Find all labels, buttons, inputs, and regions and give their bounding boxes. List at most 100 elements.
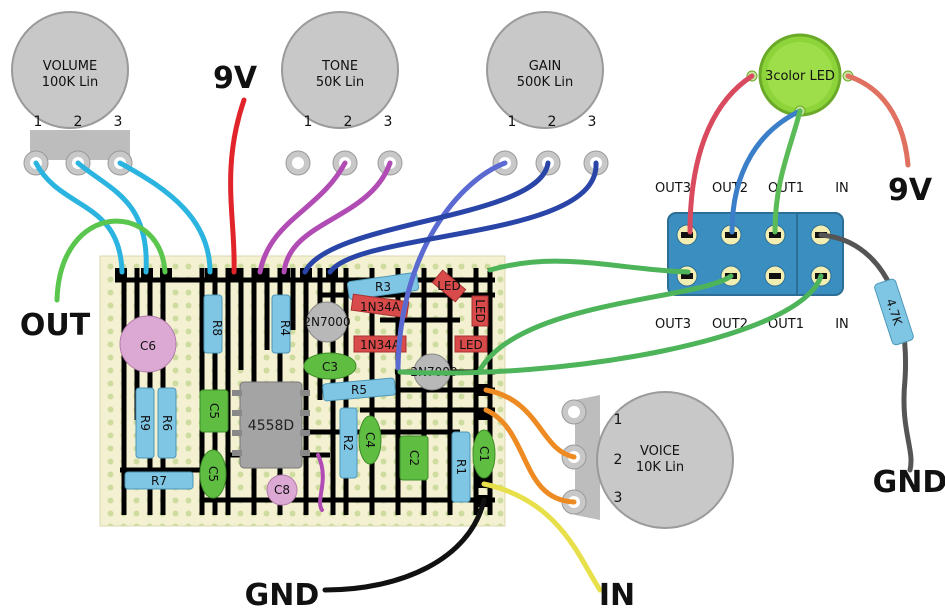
volume-pin-3: 3 — [114, 114, 123, 130]
wire-gain-2 — [302, 160, 551, 275]
gain-pot-name: GAIN — [529, 59, 562, 74]
led1-label: LED — [437, 279, 461, 293]
c8-capacitor[interactable]: C8 — [266, 474, 298, 506]
c4-capacitor[interactable]: C4 — [358, 415, 382, 465]
ic-4558d[interactable]: 4558D — [232, 381, 310, 469]
r5-resistor[interactable]: R5 — [322, 377, 396, 402]
voice-pin-2: 2 — [614, 452, 623, 468]
r6-resistor[interactable]: R6 — [157, 387, 177, 459]
c5-capacitor-upper[interactable]: C5 — [199, 389, 229, 433]
r4-label: R4 — [278, 320, 292, 336]
wire-led-blue — [729, 108, 803, 235]
volume-pin-1: 1 — [34, 114, 43, 130]
r2-label: R2 — [341, 435, 355, 451]
ic-label: 4558D — [248, 418, 294, 434]
q1-label: 2N7000 — [303, 315, 350, 329]
tone-pot[interactable]: TONE 50K Lin 1 2 3 — [281, 11, 403, 176]
r4-resistor[interactable]: R4 — [271, 294, 292, 354]
c4-label: C4 — [363, 432, 377, 448]
wire-volume-1 — [33, 160, 125, 275]
q1-transistor[interactable]: 2N7000 — [303, 301, 351, 343]
label-in-bottom: IN — [599, 578, 635, 611]
r1-resistor[interactable]: R1 — [451, 431, 471, 503]
r3-resistor[interactable]: R3 — [346, 272, 420, 300]
label-9v-top: 9V — [213, 61, 258, 96]
wire-switch-in — [397, 273, 824, 376]
wire-9v-led — [845, 73, 911, 168]
r7-label: R7 — [151, 474, 167, 488]
stomp-switch[interactable]: OUT3 OUT2 OUT1 IN OUT3 OUT2 OUT1 IN — [655, 181, 849, 332]
wire-volume-3 — [117, 160, 213, 275]
switch-top-label-in: IN — [835, 181, 849, 196]
r2-resistor[interactable]: R2 — [339, 407, 358, 479]
r1-label: R1 — [454, 459, 468, 475]
c2-label: C2 — [407, 450, 421, 466]
wires — [33, 73, 914, 593]
led3-indicator[interactable]: LED — [454, 335, 488, 353]
switch-bottom-label-in: IN — [835, 317, 849, 332]
r8-label: R8 — [210, 320, 224, 336]
switch-top-label-out1: OUT1 — [768, 181, 804, 196]
tone-pot-name: TONE — [321, 59, 358, 74]
voice-pin-3: 3 — [614, 490, 623, 506]
wire-gnd-bottom — [322, 497, 487, 593]
r9-label: R9 — [138, 415, 152, 431]
wire-volume-2 — [75, 160, 149, 275]
offboard-resistor-4k7[interactable]: 4.7K — [874, 278, 915, 346]
r7-resistor[interactable]: R7 — [124, 471, 194, 490]
d1-label: 1N34A — [360, 300, 401, 314]
volume-pot-name: VOLUME — [43, 59, 97, 74]
c2-capacitor[interactable]: C2 — [399, 435, 429, 481]
wire-gain-3 — [327, 160, 599, 275]
led2-label: LED — [473, 299, 487, 323]
wire-voice-2 — [483, 387, 577, 460]
wire-9v-board — [228, 97, 247, 275]
switch-bottom-label-out1: OUT1 — [768, 317, 804, 332]
r3-label: R3 — [375, 280, 391, 294]
c3-capacitor[interactable]: C3 — [303, 352, 357, 380]
volume-pin-2: 2 — [74, 114, 83, 130]
volume-pot-value: 100K Lin — [42, 75, 99, 90]
voice-pot-name: VOICE — [640, 444, 680, 459]
gain-pin-3: 3 — [588, 114, 597, 130]
gain-pot-value: 500K Lin — [517, 75, 574, 90]
label-gnd-bottom: GND — [245, 578, 320, 611]
led-label: 3color LED — [765, 69, 835, 84]
tone-pin-3: 3 — [384, 114, 393, 130]
gain-pin-1: 1 — [508, 114, 517, 130]
gain-pin-2: 2 — [548, 114, 557, 130]
c3-label: C3 — [322, 360, 338, 374]
wire-gnd-right — [818, 232, 914, 473]
r6-label: R6 — [160, 415, 174, 431]
tone-pin-1: 1 — [304, 114, 313, 130]
led1-indicator[interactable]: LED — [431, 269, 467, 303]
c1-label: C1 — [477, 446, 491, 462]
r9-resistor[interactable]: R9 — [135, 387, 155, 459]
wire-voice-3 — [483, 407, 577, 505]
tone-pot-value: 50K Lin — [316, 75, 364, 90]
tone-pin-2: 2 — [344, 114, 353, 130]
c6-label: C6 — [140, 339, 156, 353]
switch-top-label-out2: OUT2 — [712, 181, 748, 196]
c6-capacitor[interactable]: C6 — [119, 315, 177, 373]
wire-switch-out2 — [477, 273, 734, 373]
volume-pot[interactable]: VOLUME 100K Lin 1 2 3 — [11, 11, 133, 176]
voice-pin-1: 1 — [614, 412, 623, 428]
gain-pot[interactable]: GAIN 500K Lin 1 2 3 — [486, 11, 609, 176]
led3-label: LED — [459, 338, 483, 352]
switch-bottom-label-out3: OUT3 — [655, 317, 691, 332]
r8-resistor[interactable]: R8 — [203, 294, 224, 354]
c5-capacitor-lower[interactable]: C5 — [199, 449, 227, 499]
led2-indicator[interactable]: LED — [471, 295, 489, 327]
c8-label: C8 — [274, 483, 290, 497]
r5-label: R5 — [351, 383, 367, 397]
c5-upper-label: C5 — [207, 403, 221, 419]
label-gnd-right: GND — [873, 465, 945, 500]
d2-diode[interactable]: 1N34A — [353, 335, 407, 353]
c1-capacitor[interactable]: C1 — [472, 429, 496, 479]
d1-diode[interactable]: 1N34A — [350, 293, 410, 319]
wire-tone-3 — [281, 160, 393, 275]
voice-pot[interactable]: VOICE 10K Lin 1 2 3 — [561, 391, 734, 529]
three-color-led[interactable]: 3color LED — [746, 33, 854, 117]
